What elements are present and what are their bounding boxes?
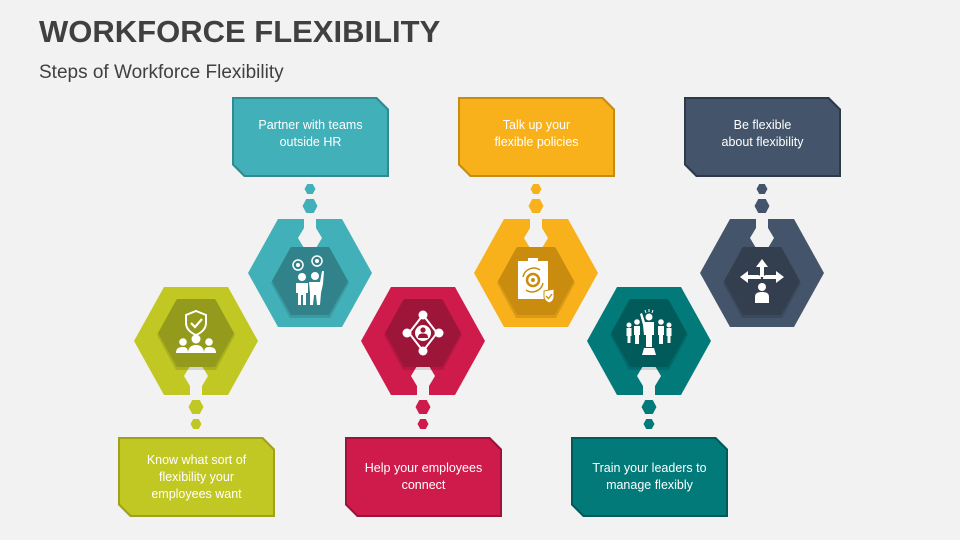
step-label: Help your employees connect <box>364 461 483 492</box>
policy-clipboard-icon <box>518 258 555 304</box>
step-label: Talk up your flexible policies <box>494 118 579 149</box>
shield-check-team-icon <box>176 309 216 353</box>
page-title: WORKFORCE FLEXIBILITY <box>39 14 441 49</box>
step-label: Be flexible about flexibility <box>721 118 804 149</box>
page-subtitle: Steps of Workforce Flexibility <box>39 62 284 83</box>
step-callout-box: Help your employees connect <box>345 437 502 517</box>
step-callout-box: Know what sort of flexibility your emplo… <box>118 437 275 517</box>
step-callout-box: Talk up your flexible policies <box>458 97 615 177</box>
step-callout-box: Be flexible about flexibility <box>684 97 841 177</box>
step-callout-box: Partner with teams outside HR <box>232 97 389 177</box>
step-label: Train your leaders to manage flexibly <box>592 461 707 492</box>
direction-arrows-person-icon <box>740 259 784 303</box>
step-label: Partner with teams outside HR <box>258 118 363 149</box>
leader-team-icon <box>626 309 672 355</box>
step-label: Know what sort of flexibility your emplo… <box>146 452 247 501</box>
network-connect-icon <box>402 310 444 356</box>
step-callout-box: Train your leaders to manage flexibly <box>571 437 728 517</box>
team-ideas-icon <box>292 255 324 305</box>
